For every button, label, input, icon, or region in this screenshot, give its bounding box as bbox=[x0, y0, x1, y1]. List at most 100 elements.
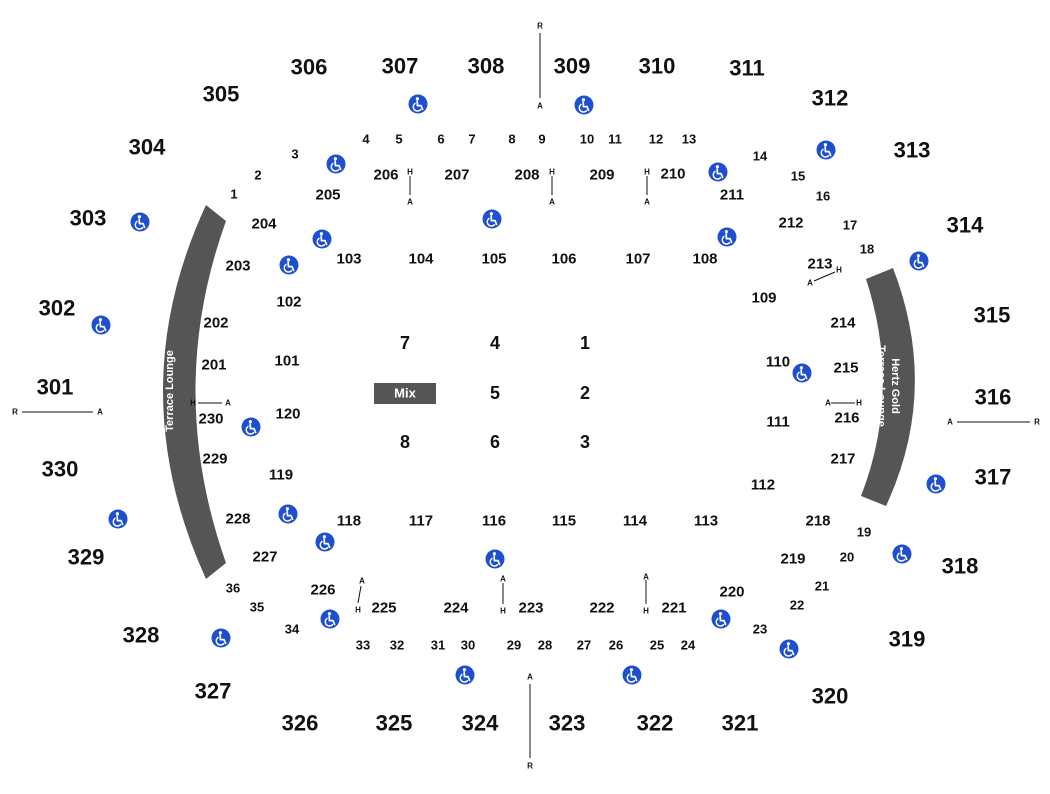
suite-7[interactable]: 7 bbox=[468, 132, 475, 147]
suite-32[interactable]: 32 bbox=[390, 638, 404, 653]
section-212[interactable]: 212 bbox=[778, 215, 803, 232]
section-112[interactable]: 112 bbox=[751, 477, 775, 494]
section-320[interactable]: 320 bbox=[812, 684, 849, 709]
section-324[interactable]: 324 bbox=[462, 711, 499, 736]
section-119[interactable]: 119 bbox=[269, 467, 293, 484]
section-116[interactable]: 116 bbox=[482, 513, 506, 530]
section-313[interactable]: 313 bbox=[894, 138, 931, 163]
section-322[interactable]: 322 bbox=[637, 711, 674, 736]
floor-section-7[interactable]: 7 bbox=[400, 333, 410, 353]
suite-12[interactable]: 12 bbox=[649, 132, 663, 147]
suite-2[interactable]: 2 bbox=[254, 168, 261, 183]
suite-27[interactable]: 27 bbox=[577, 638, 591, 653]
suite-1[interactable]: 1 bbox=[230, 187, 237, 202]
section-214[interactable]: 214 bbox=[830, 315, 856, 332]
section-216[interactable]: 216 bbox=[834, 410, 859, 427]
section-302[interactable]: 302 bbox=[39, 296, 76, 321]
section-217[interactable]: 217 bbox=[830, 451, 855, 468]
section-223[interactable]: 223 bbox=[518, 600, 543, 617]
section-227[interactable]: 227 bbox=[252, 549, 277, 566]
suite-10[interactable]: 10 bbox=[580, 132, 594, 147]
suite-22[interactable]: 22 bbox=[790, 598, 804, 613]
section-107[interactable]: 107 bbox=[625, 251, 650, 268]
section-105[interactable]: 105 bbox=[481, 251, 506, 268]
section-220[interactable]: 220 bbox=[719, 584, 744, 601]
section-328[interactable]: 328 bbox=[123, 623, 160, 648]
floor-section-4[interactable]: 4 bbox=[490, 333, 500, 353]
section-120[interactable]: 120 bbox=[275, 406, 300, 423]
section-114[interactable]: 114 bbox=[623, 513, 648, 530]
section-325[interactable]: 325 bbox=[376, 711, 413, 736]
section-319[interactable]: 319 bbox=[889, 627, 926, 652]
suite-20[interactable]: 20 bbox=[840, 550, 854, 565]
section-309[interactable]: 309 bbox=[554, 54, 591, 79]
section-229[interactable]: 229 bbox=[202, 451, 227, 468]
section-301[interactable]: 301 bbox=[37, 375, 74, 400]
suite-21[interactable]: 21 bbox=[815, 579, 829, 594]
section-113[interactable]: 113 bbox=[694, 513, 718, 530]
suite-3[interactable]: 3 bbox=[291, 147, 298, 162]
section-109[interactable]: 109 bbox=[751, 290, 776, 307]
section-205[interactable]: 205 bbox=[315, 187, 340, 204]
section-202[interactable]: 202 bbox=[203, 315, 228, 332]
section-330[interactable]: 330 bbox=[42, 457, 79, 482]
section-117[interactable]: 117 bbox=[409, 513, 433, 530]
suite-8[interactable]: 8 bbox=[508, 132, 515, 147]
suite-18[interactable]: 18 bbox=[860, 242, 874, 257]
suite-19[interactable]: 19 bbox=[857, 525, 871, 540]
section-321[interactable]: 321 bbox=[722, 711, 759, 736]
floor-section-5[interactable]: 5 bbox=[490, 383, 500, 403]
section-203[interactable]: 203 bbox=[225, 258, 250, 275]
section-303[interactable]: 303 bbox=[70, 206, 107, 231]
section-318[interactable]: 318 bbox=[942, 554, 979, 579]
section-209[interactable]: 209 bbox=[589, 167, 614, 184]
section-204[interactable]: 204 bbox=[251, 216, 277, 233]
suite-31[interactable]: 31 bbox=[431, 638, 445, 653]
suite-15[interactable]: 15 bbox=[791, 169, 805, 184]
section-208[interactable]: 208 bbox=[514, 167, 539, 184]
suite-13[interactable]: 13 bbox=[682, 132, 696, 147]
section-108[interactable]: 108 bbox=[692, 251, 717, 268]
suite-23[interactable]: 23 bbox=[753, 622, 767, 637]
section-307[interactable]: 307 bbox=[382, 54, 419, 79]
section-111[interactable]: 111 bbox=[766, 414, 789, 431]
suite-33[interactable]: 33 bbox=[356, 638, 370, 653]
mix-box[interactable] bbox=[374, 383, 436, 404]
section-211[interactable]: 211 bbox=[720, 187, 744, 204]
section-115[interactable]: 115 bbox=[552, 513, 576, 530]
section-218[interactable]: 218 bbox=[805, 513, 830, 530]
suite-9[interactable]: 9 bbox=[538, 132, 545, 147]
suite-35[interactable]: 35 bbox=[250, 600, 264, 615]
section-118[interactable]: 118 bbox=[337, 513, 361, 530]
section-110[interactable]: 110 bbox=[766, 354, 790, 371]
section-315[interactable]: 315 bbox=[974, 303, 1011, 328]
section-201[interactable]: 201 bbox=[201, 357, 226, 374]
floor-section-3[interactable]: 3 bbox=[580, 432, 590, 452]
section-306[interactable]: 306 bbox=[291, 55, 328, 80]
section-224[interactable]: 224 bbox=[443, 600, 469, 617]
section-221[interactable]: 221 bbox=[661, 600, 686, 617]
suite-36[interactable]: 36 bbox=[226, 581, 240, 596]
section-312[interactable]: 312 bbox=[812, 86, 849, 111]
floor-section-8[interactable]: 8 bbox=[400, 432, 410, 452]
section-316[interactable]: 316 bbox=[975, 385, 1012, 410]
floor-section-6[interactable]: 6 bbox=[490, 432, 500, 452]
suite-17[interactable]: 17 bbox=[843, 218, 857, 233]
suite-26[interactable]: 26 bbox=[609, 638, 623, 653]
section-314[interactable]: 314 bbox=[947, 213, 984, 238]
section-106[interactable]: 106 bbox=[551, 251, 576, 268]
suite-6[interactable]: 6 bbox=[437, 132, 444, 147]
suite-5[interactable]: 5 bbox=[395, 132, 402, 147]
section-222[interactable]: 222 bbox=[589, 600, 614, 617]
suite-28[interactable]: 28 bbox=[538, 638, 552, 653]
suite-16[interactable]: 16 bbox=[816, 189, 830, 204]
section-213[interactable]: 213 bbox=[807, 256, 832, 273]
section-326[interactable]: 326 bbox=[282, 711, 319, 736]
suite-30[interactable]: 30 bbox=[461, 638, 475, 653]
section-317[interactable]: 317 bbox=[975, 465, 1012, 490]
section-104[interactable]: 104 bbox=[408, 251, 434, 268]
section-323[interactable]: 323 bbox=[549, 711, 586, 736]
section-207[interactable]: 207 bbox=[444, 167, 469, 184]
section-226[interactable]: 226 bbox=[310, 582, 335, 599]
section-206[interactable]: 206 bbox=[373, 167, 398, 184]
